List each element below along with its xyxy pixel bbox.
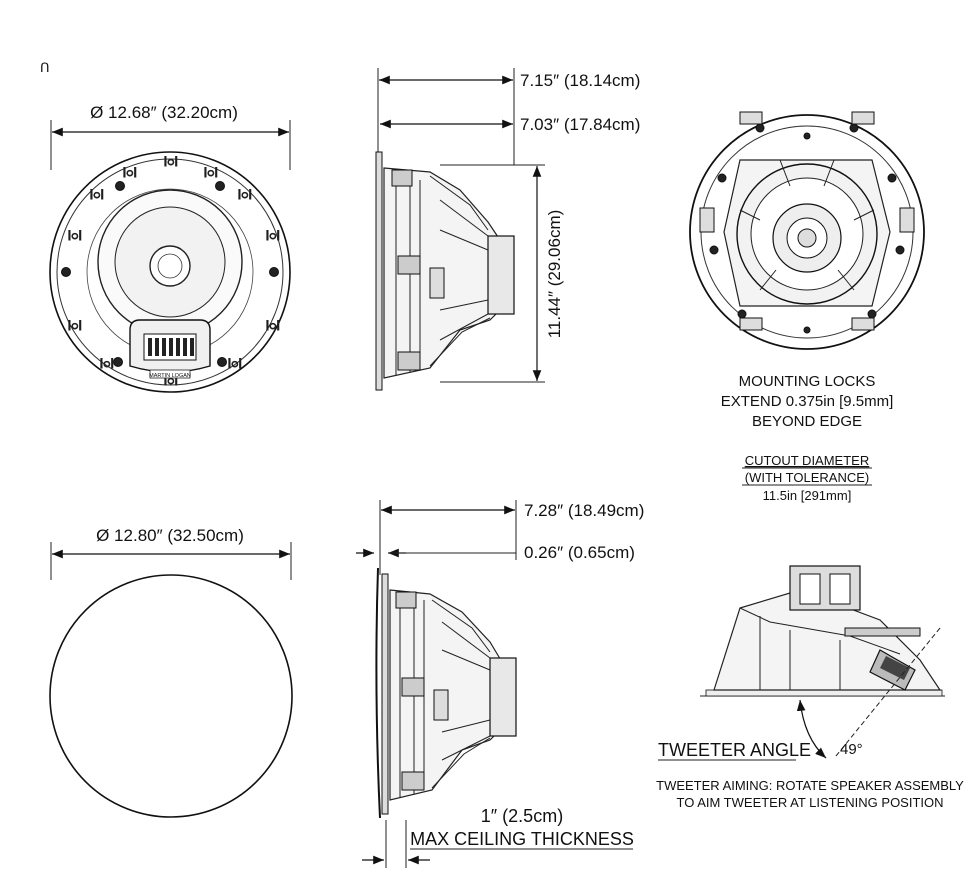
mounting-locks-line3: BEYOND EDGE <box>752 413 862 430</box>
tweeter-aim-line2: TO AIM TWEETER AT LISTENING POSITION <box>676 795 943 810</box>
svg-text:l○l: l○l <box>228 356 242 371</box>
ceiling-thickness-label: MAX CEILING THICKNESS <box>410 829 634 849</box>
height-label: 11.44″ (29.06cm) <box>545 210 564 339</box>
tweeter-angle-view: 49° TWEETER ANGLE TWEETER AIMING: ROTATE… <box>656 565 964 810</box>
mounting-locks-line2: EXTEND 0.375in [9.5mm] <box>721 393 894 410</box>
svg-text:l○l: l○l <box>68 228 82 243</box>
tweeter-angle-value: 49° <box>840 741 863 758</box>
side-view-top: 7.15″ (18.14cm) 7.03″ (17.84cm) 11.44″ (… <box>375 68 640 391</box>
svg-text:l○l: l○l <box>68 318 82 333</box>
tweeter-angle-label: TWEETER ANGLE <box>658 740 811 760</box>
cutout-value: 11.5in [291mm] <box>763 488 852 503</box>
grille-circle <box>49 574 293 818</box>
svg-text:l○l: l○l <box>123 165 137 180</box>
rear-view: MOUNTING LOCKS EXTEND 0.375in [9.5mm] BE… <box>689 111 925 503</box>
flange-label: 0.26″ (0.65cm) <box>524 543 635 562</box>
svg-text:l○l: l○l <box>266 228 280 243</box>
svg-text:l○l: l○l <box>238 187 252 202</box>
svg-text:l○l: l○l <box>90 187 104 202</box>
side-view-bottom: 7.28″ (18.49cm) 0.26″ (0.65cm) 1″ (2.5cm… <box>356 500 644 868</box>
svg-text:l○l: l○l <box>266 318 280 333</box>
front-view-top: Ø 12.68″ (32.20cm) l○l l○l l○l l○l l○l l… <box>49 103 291 393</box>
depth-overall-bottom-label: 7.28″ (18.49cm) <box>524 501 644 520</box>
svg-text:l○l: l○l <box>164 154 178 169</box>
cutout-line2: (WITH TOLERANCE) <box>745 470 869 485</box>
mounting-locks-line1: MOUNTING LOCKS <box>739 373 876 390</box>
diameter-bottom-label: Ø 12.80″ (32.50cm) <box>96 526 244 545</box>
cutout-line1: CUTOUT DIAMETER <box>745 453 869 468</box>
svg-text:l○l: l○l <box>100 356 114 371</box>
diameter-top-label: Ø 12.68″ (32.20cm) <box>90 103 238 122</box>
front-view-bottom: Ø 12.80″ (32.50cm) <box>49 526 293 818</box>
depth-mount-label: 7.03″ (17.84cm) <box>520 115 640 134</box>
ceiling-thickness-value: 1″ (2.5cm) <box>481 806 563 826</box>
svg-text:l○l: l○l <box>204 165 218 180</box>
depth-overall-top-label: 7.15″ (18.14cm) <box>520 71 640 90</box>
tweeter-logo-text: MARTIN LOGAN <box>149 373 191 379</box>
tweeter-aim-line1: TWEETER AIMING: ROTATE SPEAKER ASSEMBLY <box>656 778 964 793</box>
corner-mark: ᑎ <box>40 60 50 75</box>
